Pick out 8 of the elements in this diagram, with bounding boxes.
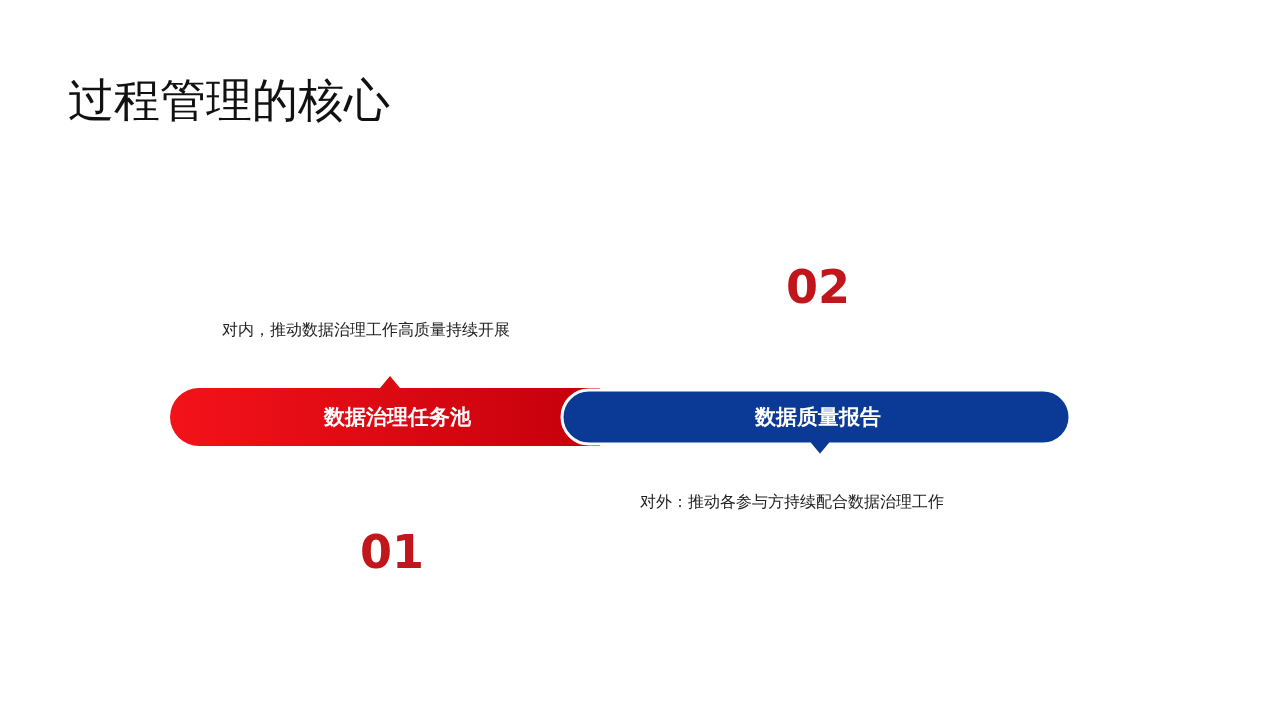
slide-title: 过程管理的核心 (68, 72, 390, 129)
banner-label: 数据治理任务池 (322, 404, 472, 431)
banner-label: 数据质量报告 (753, 404, 882, 431)
step-number: 01 (360, 525, 424, 579)
pill-banner (170, 374, 600, 446)
step-number: 02 (786, 260, 850, 314)
description-text: 对外：推动各参与方持续配合数据治理工作 (640, 492, 944, 513)
description-text: 对内，推动数据治理工作高质量持续开展 (222, 320, 510, 341)
